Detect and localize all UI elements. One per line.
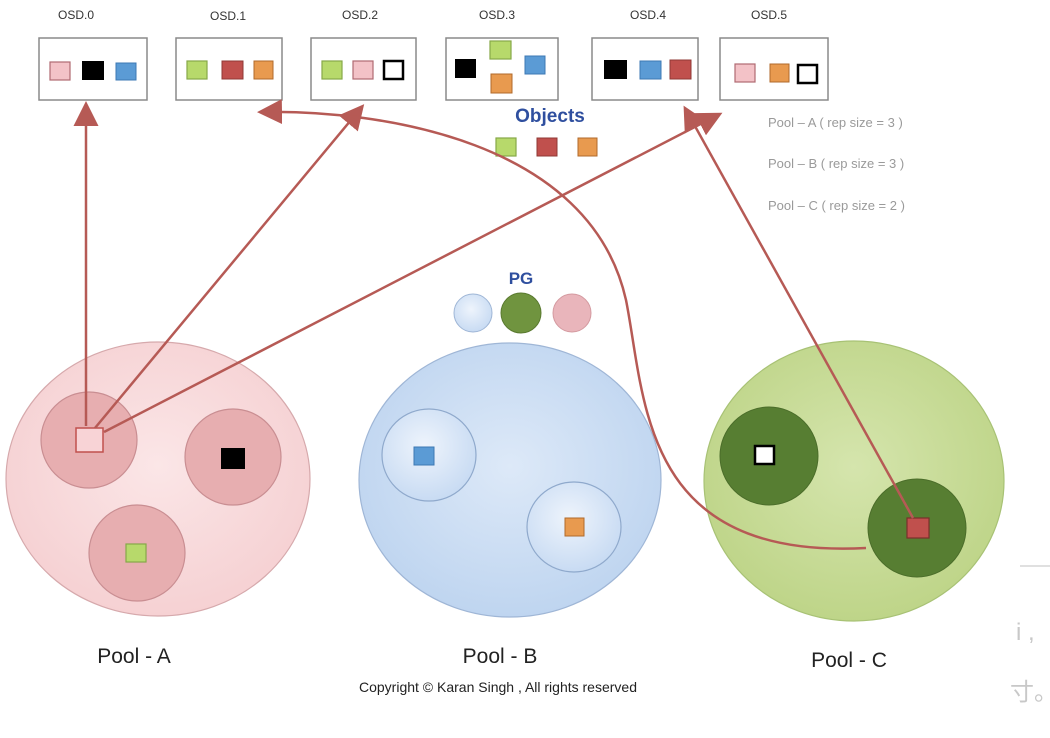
osd-2-object-green	[321, 60, 343, 80]
pool-a-pg-2-object-black	[221, 448, 245, 469]
mapping-arrows	[73, 99, 915, 550]
osd-2-object-pink	[352, 60, 374, 80]
objects-legend-orange	[577, 137, 598, 157]
osd-0: OSD.0	[38, 8, 148, 101]
replication-legend: Pool – A ( rep size = 3 ) Pool – B ( rep…	[768, 115, 905, 213]
pg-legend-green	[500, 292, 542, 334]
osd-4-object-black	[604, 60, 627, 79]
copyright-text: Copyright © Karan Singh , All rights res…	[359, 679, 637, 695]
pool-a-label: Pool - A	[97, 645, 171, 668]
osd-3-label: OSD.3	[479, 8, 515, 22]
arrow-pool-a-to-osd-2	[94, 104, 365, 429]
pg-legend: PG	[453, 269, 592, 334]
objects-legend-green	[495, 137, 517, 157]
osd-2-label: OSD.2	[342, 8, 378, 22]
osd-5: OSD.5	[719, 8, 829, 101]
arrow-pool-a-to-osd-5	[103, 112, 723, 434]
objects-legend: Objects	[495, 106, 598, 157]
pool-c-pg-2-object-red	[906, 517, 930, 539]
osd-0-object-pink	[49, 61, 71, 81]
osd-3-object-orange	[490, 73, 513, 94]
pool-b-pg-2-object-orange	[564, 517, 585, 537]
osd-0-label: OSD.0	[58, 8, 94, 22]
osd-2: OSD.2	[310, 8, 417, 101]
objects-title: Objects	[515, 106, 585, 127]
osd-0-object-black	[82, 61, 104, 80]
osd-5-object-white	[796, 63, 819, 85]
osd-4-object-red	[669, 59, 692, 80]
osd-5-object-pink	[734, 63, 756, 83]
pool-a-pg-1-object-pink	[75, 427, 104, 453]
legend-pool-c: Pool – C ( rep size = 2 )	[768, 198, 905, 213]
osd-1-object-orange	[253, 60, 274, 80]
pool-c	[703, 340, 1005, 622]
arrow-pool-c-to-osd-1	[257, 99, 867, 550]
osd-3-object-blue	[524, 55, 546, 75]
osd-1-object-red	[221, 60, 244, 80]
pg-legend-pink	[552, 293, 592, 333]
pool-c-label: Pool - C	[811, 649, 887, 672]
osd-5-object-orange	[769, 63, 790, 83]
osd-3: OSD.3	[445, 8, 559, 101]
legend-pool-b: Pool – B ( rep size = 3 )	[768, 156, 904, 171]
pool-b-label: Pool - B	[463, 645, 538, 668]
osd-4: OSD.4	[591, 8, 699, 101]
pg-legend-blue	[453, 293, 493, 333]
edge-text-2: 寸。	[1010, 679, 1050, 706]
osd-3-object-green	[489, 40, 512, 60]
osd-1-label: OSD.1	[210, 9, 246, 23]
osd-4-label: OSD.4	[630, 8, 666, 22]
legend-pool-a: Pool – A ( rep size = 3 )	[768, 115, 903, 130]
pool-a	[5, 341, 311, 617]
pool-a-pg-3-object-green	[125, 543, 147, 563]
osd-0-object-blue	[115, 62, 137, 81]
osd-5-label: OSD.5	[751, 8, 787, 22]
osd-1: OSD.1	[175, 9, 283, 101]
pg-title: PG	[509, 269, 534, 288]
pool-c-pg-1-object-white	[753, 444, 776, 466]
arrow-pool-c-to-osd-4	[683, 105, 915, 519]
objects-legend-red	[536, 137, 558, 157]
osd-2-object-white	[382, 59, 405, 81]
osd-4-object-blue	[639, 60, 662, 80]
edge-text-1: i ,	[1016, 619, 1035, 646]
pool-b-pg-1-object-blue	[413, 446, 435, 466]
osd-3-object-black	[455, 59, 476, 78]
pool-b	[358, 342, 662, 618]
osd-1-object-green	[186, 60, 208, 80]
